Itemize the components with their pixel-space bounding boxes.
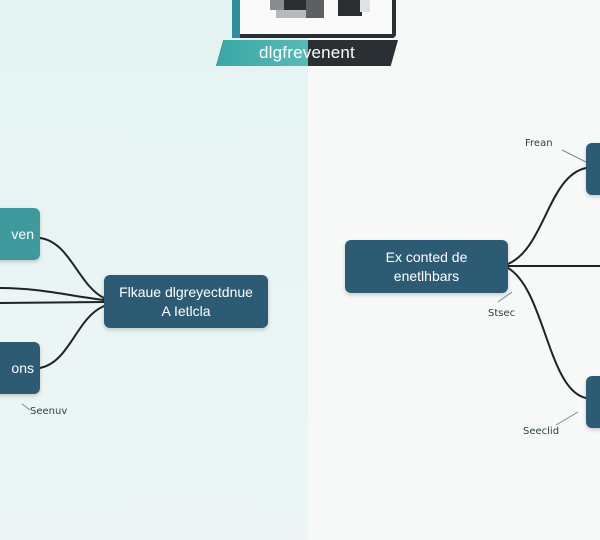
logo-pixel-block [306,0,324,18]
left-branch-bottom-label: ons [11,359,34,376]
left-central-line2: A Ietlcla [161,302,211,319]
connector-left-top [39,237,105,299]
left-branch-node-top[interactable]: ven [0,208,40,260]
right-branch-node-bottom[interactable] [586,376,600,428]
connector-left-middle [0,301,105,304]
right-annotation-bottom: Seeclid [523,426,560,437]
right-central-node[interactable]: Ex conted de enetlhbars [345,240,508,293]
logo-banner: dlgfrevenent [216,40,398,66]
logo-pixel-block [270,0,284,10]
right-annotation-top: Frean [525,138,553,149]
connector-right-bottom [507,267,587,399]
right-central-line2: enetlhbars [393,267,460,284]
annotation-pointer-stsec [497,291,513,303]
connector-left-bottom [39,305,105,369]
connector-left-upper-edge [0,287,105,301]
annotation-pointer-seenuv [21,403,31,411]
logo-pixel-block [276,10,306,18]
left-branch-top-label: ven [11,225,34,242]
logo-pixel-block [360,0,370,12]
left-annotation: Seenuv [30,406,68,417]
right-central-line1: Ex conted de [385,248,468,265]
logo-accent-bar [232,0,240,38]
logo-pixel-block [284,0,306,10]
left-central-node[interactable]: Flkaue dlgreyectdnue A Ietlcla [104,275,268,328]
right-branch-node-top[interactable] [586,143,600,195]
connector-right-top [507,167,587,265]
logo-monitor-frame [232,0,396,38]
left-panel-background [0,0,308,540]
annotation-pointer-frean [561,149,587,163]
annotation-pointer-seeclid [555,411,579,426]
left-central-line1: Flkaue dlgreyectdnue [119,283,253,300]
right-annotation-middle: Stsec [488,308,516,319]
logo-text: dlgfrevenent [259,43,355,62]
logo-pixel-block [338,0,362,16]
left-branch-node-bottom[interactable]: ons [0,342,40,394]
logo-banner-teal-section [216,40,308,66]
